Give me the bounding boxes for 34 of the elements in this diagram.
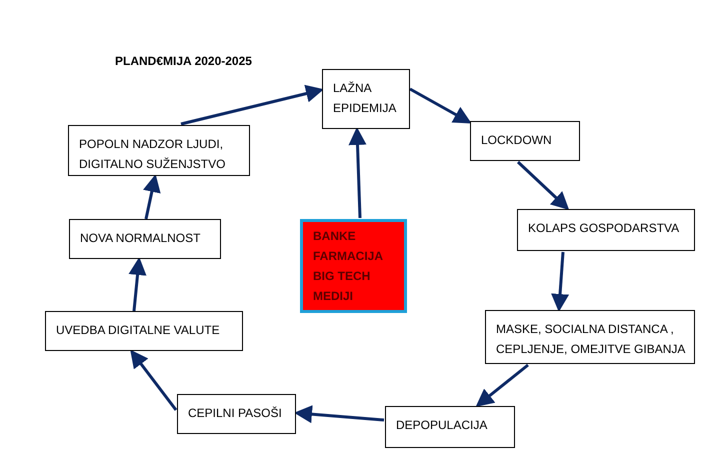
arrow [128,257,146,312]
box-text: UVEDBA DIGITALNE VALUTE [56,322,221,339]
box-text: DEPOPULACIJA [396,417,488,434]
arrow [476,364,529,407]
arrow [516,160,570,210]
box-text: NOVA NORMALNOST [80,230,202,247]
diagram-title: PLAND€MIJA 2020-2025 [115,53,252,70]
box-text: POPOLN NADZOR LJUDI, DIGITALNO SUŽENJSTVO [79,136,226,173]
arrow [180,84,324,126]
process-box [485,310,695,364]
arrow [409,88,472,124]
box-text: LOCKDOWN [481,132,553,149]
box-text: MEDIJI [313,288,354,305]
box-text: KOLAPS GOSPODARSTVA [528,220,680,237]
box-text: CEPILNI PASOŠI [188,405,283,422]
process-box [517,209,695,251]
arrow [130,350,178,411]
process-box [322,69,410,129]
process-box [45,311,243,351]
box-text: BIG TECH [313,268,372,285]
box-text: LAŽNA EPIDEMIJA [333,80,398,117]
arrow [143,174,161,220]
box-text: FARMACIJA [313,248,384,265]
arrow [551,252,570,312]
process-box [69,219,221,259]
arrow [348,127,366,218]
box-text: BANKE [313,228,357,245]
process-box [68,125,250,176]
process-box [470,121,580,161]
box-text: MASKE, SOCIALNA DISTANCA , CEPLJENJE, OMEJITVE GIBANJA [496,321,686,358]
process-box [177,394,296,434]
arrow [294,405,384,424]
process-box [385,406,515,448]
highlighted-box [300,219,407,313]
